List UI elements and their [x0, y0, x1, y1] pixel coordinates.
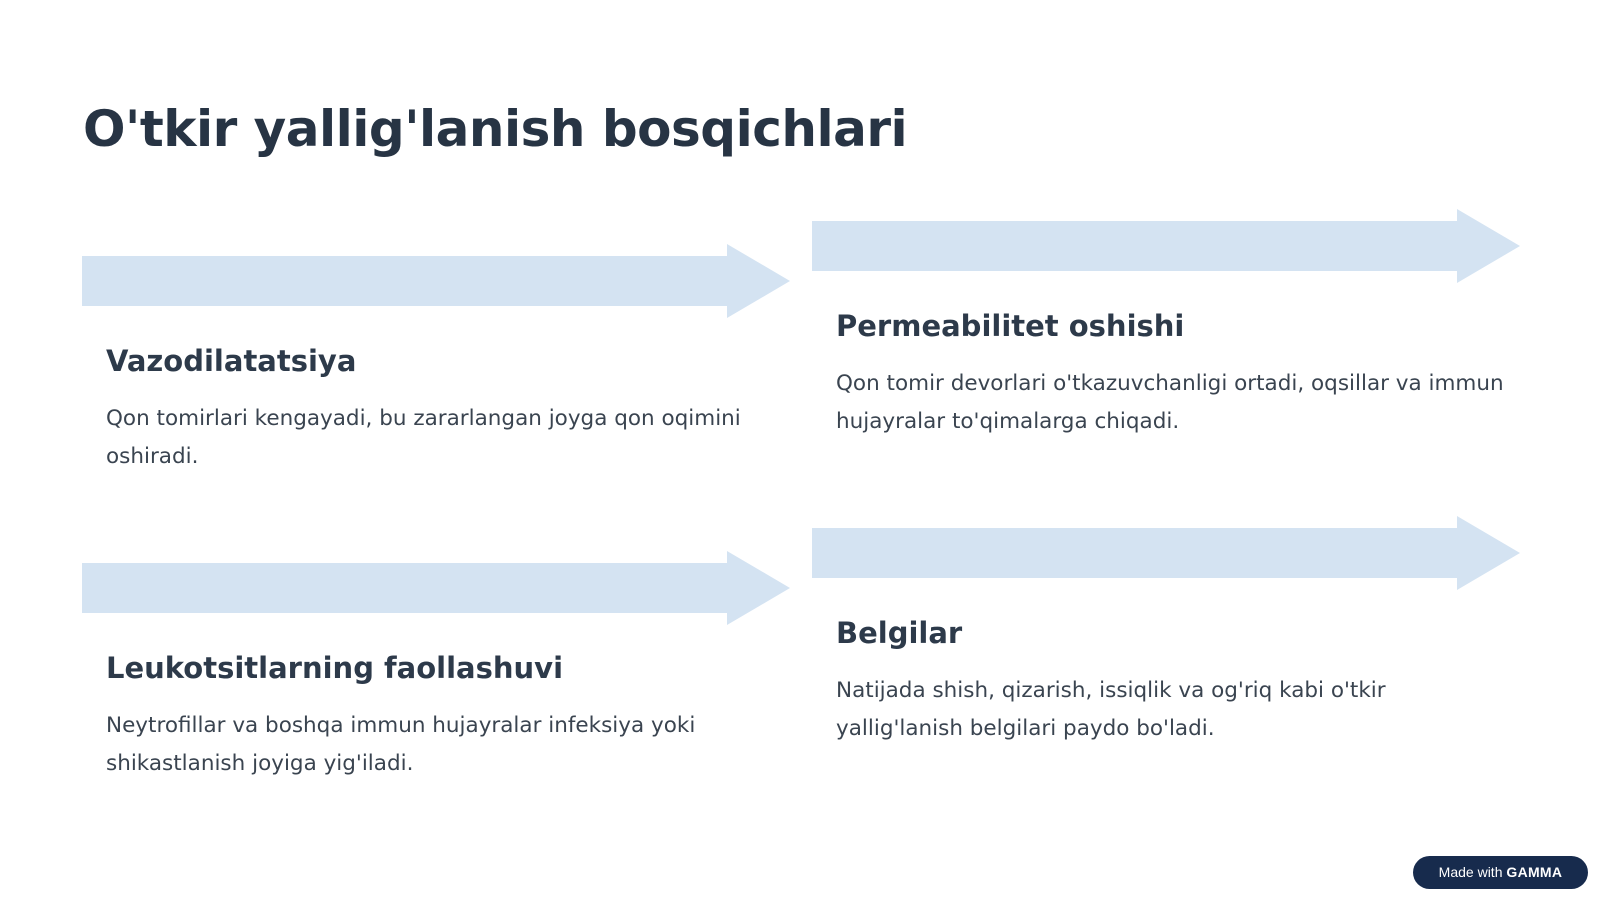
step-heading: Permeabilitet oshishi	[836, 309, 1185, 343]
step-heading: Vazodilatatsiya	[106, 344, 357, 378]
step-vazodilatatsiya: Vazodilatatsiya Qon tomirlari kengayadi,…	[82, 244, 794, 475]
step-leukotsitlar: Leukotsitlarning faollashuvi Neytrofilla…	[82, 551, 794, 782]
step-heading: Belgilar	[836, 616, 963, 650]
badge-prefix: Made with	[1438, 864, 1503, 880]
arrow-right-icon	[82, 244, 790, 318]
gamma-logo: GAMMA	[1506, 864, 1563, 880]
slide-title: O'tkir yallig'lanish bosqichlari	[83, 100, 908, 158]
step-description: Qon tomir devorlari o'tkazuvchanligi ort…	[836, 371, 1504, 434]
arrow-right-icon	[812, 516, 1520, 590]
step-permeabilitet: Permeabilitet oshishi Qon tomir devorlar…	[812, 209, 1524, 440]
step-heading: Leukotsitlarning faollashuvi	[106, 651, 564, 685]
arrow-right-icon	[812, 209, 1520, 283]
step-description: Neytrofillar va boshqa immun hujayralar …	[106, 713, 696, 776]
step-description: Qon tomirlari kengayadi, bu zararlangan …	[106, 406, 741, 469]
arrow-right-icon	[82, 551, 790, 625]
step-description: Natijada shish, qizarish, issiqlik va og…	[836, 678, 1386, 741]
made-with-gamma-badge[interactable]: Made with GAMMA	[1413, 856, 1588, 889]
step-belgilar: Belgilar Natijada shish, qizarish, issiq…	[812, 516, 1524, 747]
